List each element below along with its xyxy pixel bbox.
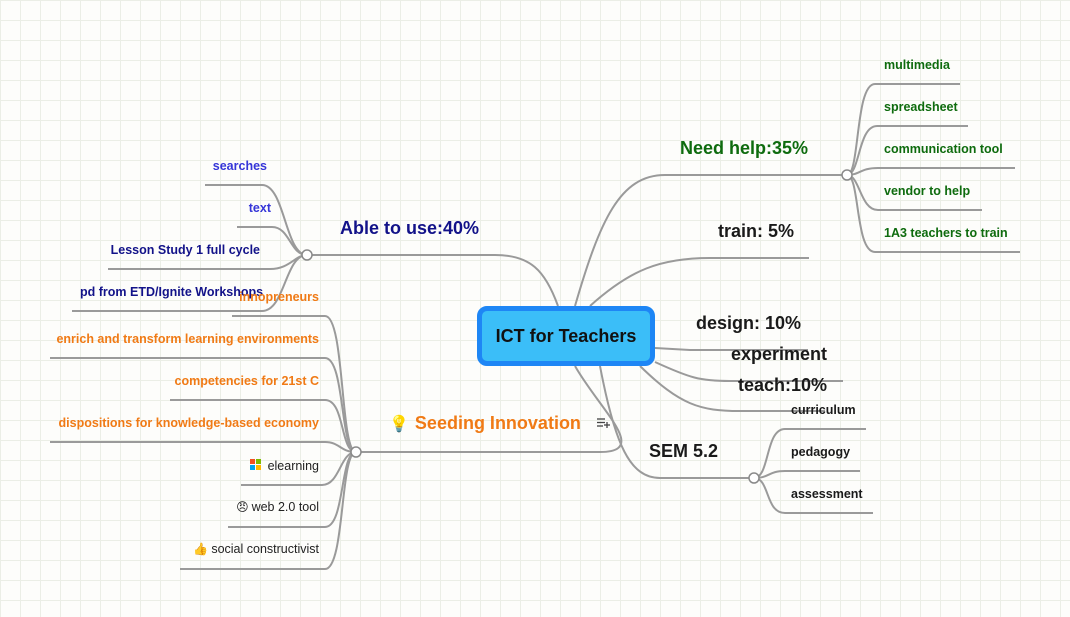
lightbulb-icon: 💡 [389, 416, 409, 433]
experiment-topic[interactable]: experiment [731, 344, 828, 364]
elearning-label: elearning [267, 459, 319, 473]
seeding-item-elearning[interactable]: elearning [250, 459, 319, 473]
train-topic[interactable]: train: 5% [718, 221, 795, 241]
need-item-1a3-teachers[interactable]: 1A3 teachers to train [884, 226, 1008, 240]
thumbs-up-icon: 👍 [193, 542, 209, 556]
need-branch-title[interactable]: Need help:35% [680, 138, 809, 158]
seeding-branch-title: Seeding Innovation [414, 413, 581, 433]
angry-face-icon: 😠 [236, 500, 249, 514]
able-item-pd-workshops[interactable]: pd from ETD/Ignite Workshops [80, 285, 264, 299]
able-junction-node[interactable] [301, 249, 313, 261]
need-item-multimedia[interactable]: multimedia [884, 58, 950, 72]
seeding-item-social-constructivist[interactable]: 👍social constructivist [193, 543, 319, 556]
sem-junction-node[interactable] [748, 472, 760, 484]
note-list-icon[interactable] [596, 416, 610, 430]
seeding-item-competencies[interactable]: competencies for 21st C [174, 374, 320, 388]
seeding-branch[interactable]: 💡 Seeding Innovation [389, 414, 581, 433]
seeding-item-enrich-transform[interactable]: enrich and transform learning environmen… [56, 332, 319, 346]
seeding-item-innopreneurs[interactable]: innopreneurs [239, 290, 319, 304]
able-branch-title[interactable]: Able to use:40% [340, 218, 480, 238]
sem-branch-title[interactable]: SEM 5.2 [649, 441, 719, 461]
central-topic[interactable]: ICT for Teachers [477, 306, 655, 366]
need-junction-node[interactable] [841, 169, 853, 181]
sem-item-curriculum[interactable]: curriculum [791, 403, 856, 417]
sem-item-assessment[interactable]: assessment [791, 487, 863, 501]
design-topic[interactable]: design: 10% [696, 313, 802, 333]
central-topic-label: ICT for Teachers [495, 325, 637, 346]
need-item-vendor[interactable]: vendor to help [884, 184, 971, 198]
able-item-lesson-study[interactable]: Lesson Study 1 full cycle [110, 243, 260, 257]
windows-icon [250, 459, 264, 473]
seeding-item-dispositions[interactable]: dispositions for knowledge-based economy [58, 416, 319, 430]
teach-topic[interactable]: teach:10% [738, 375, 828, 395]
sem-item-pedagogy[interactable]: pedagogy [791, 445, 851, 459]
seeding-item-web20[interactable]: 😠web 2.0 tool [236, 501, 319, 514]
social-constructivist-label: social constructivist [211, 542, 319, 556]
seeding-junction-node[interactable] [350, 446, 362, 458]
web20-label: web 2.0 tool [251, 500, 319, 514]
able-item-searches[interactable]: searches [212, 159, 267, 173]
able-item-text[interactable]: text [248, 201, 271, 215]
need-item-communication-tool[interactable]: communication tool [884, 142, 1003, 156]
need-item-spreadsheet[interactable]: spreadsheet [884, 100, 958, 114]
